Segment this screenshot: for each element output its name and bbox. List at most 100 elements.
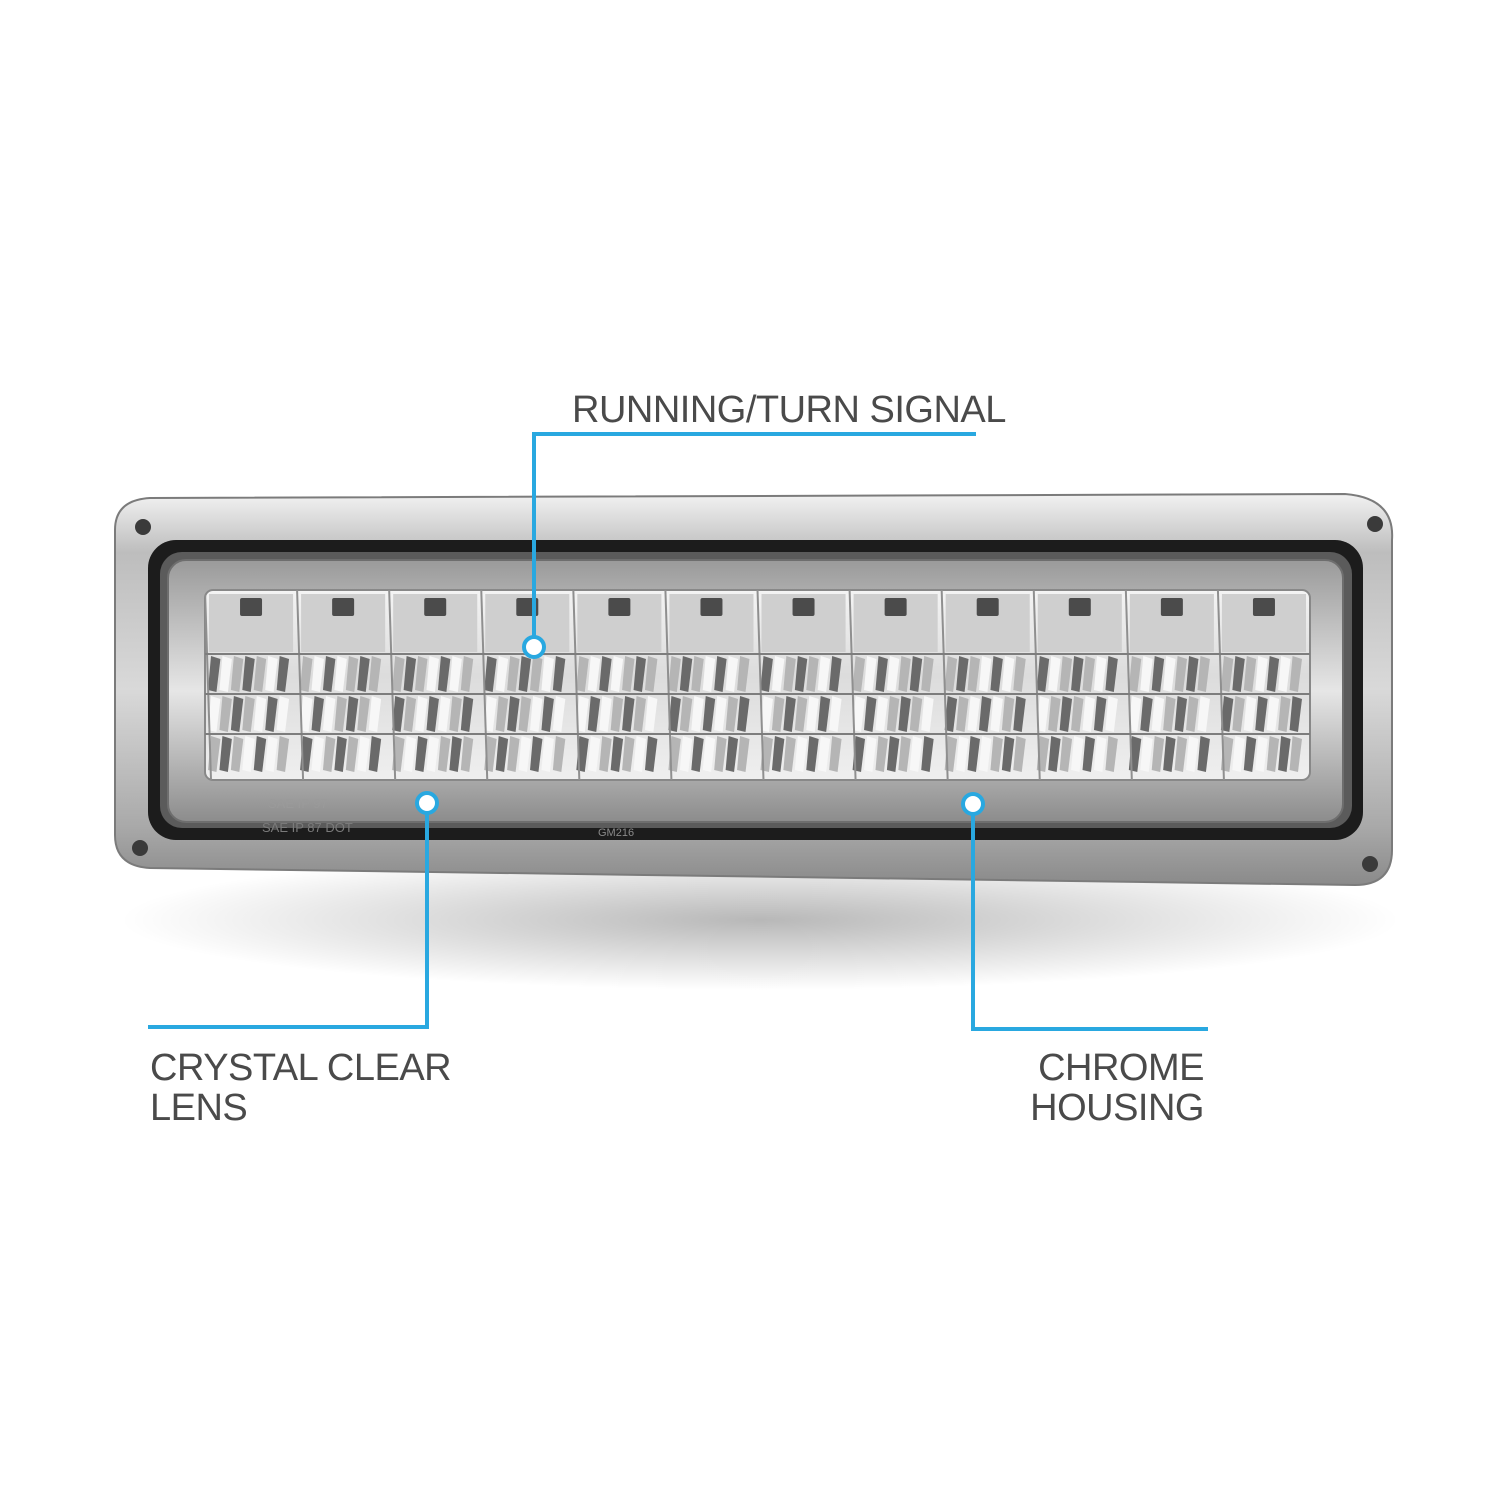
lens-facet — [415, 736, 428, 772]
lens-facet — [714, 656, 727, 692]
lens-facet — [898, 736, 911, 772]
lens-facet — [702, 736, 716, 772]
lens-facet — [644, 696, 658, 732]
lens-facet — [829, 656, 842, 692]
lens-facet — [1128, 696, 1142, 732]
lens-facet — [725, 656, 739, 692]
lens-facet — [311, 736, 324, 772]
lens-facet — [219, 736, 232, 772]
lens-facet — [276, 656, 290, 692]
callout-line-running-turn-signal — [532, 432, 976, 642]
callout-label-chrome-housing: CHROME HOUSING — [1030, 1048, 1204, 1128]
lens-facet — [886, 656, 900, 692]
lens-facet — [1036, 696, 1050, 732]
lens-facet — [1243, 696, 1257, 732]
lens-facet — [495, 696, 509, 732]
lens-divider — [756, 590, 765, 780]
lens-facet — [1278, 696, 1291, 732]
lens-facet — [449, 736, 462, 772]
lens-facet — [1093, 656, 1107, 692]
lens-facet — [1289, 696, 1302, 732]
lens-facet — [403, 656, 417, 692]
lens-facet — [783, 656, 796, 692]
lens-facet — [1048, 736, 1061, 772]
lens-facet — [1289, 656, 1302, 692]
lens-facet — [1093, 736, 1107, 772]
lens-facet — [345, 736, 359, 772]
lens-marking-2: SAE IP 87 DOT — [262, 820, 353, 835]
lens-facet — [403, 736, 417, 772]
lens-facet — [518, 696, 532, 732]
lens-facet — [599, 656, 612, 692]
lens-facet — [334, 696, 347, 732]
lens-facet — [633, 656, 646, 692]
lens-facet — [1140, 736, 1153, 772]
lens-facet — [507, 696, 520, 732]
lens-facet — [599, 696, 612, 732]
lens-divider — [1124, 590, 1133, 780]
lens-facet — [679, 656, 693, 692]
lens-facet — [864, 696, 877, 732]
lens-facet — [817, 736, 831, 772]
lens-facet — [357, 696, 370, 732]
lens-facet — [909, 696, 923, 732]
lens-facet — [1048, 696, 1061, 732]
lens-facet — [944, 656, 958, 692]
lens-facet — [265, 696, 278, 732]
callout-text: CRYSTAL CLEAR — [150, 1047, 452, 1089]
led-chip-icon — [792, 598, 815, 616]
mount-hole-icon — [135, 519, 151, 535]
lens-facet — [668, 696, 681, 732]
lens-facet — [242, 656, 255, 692]
lens-facet — [1105, 696, 1118, 732]
lens-facet — [771, 656, 785, 692]
lens-facet — [829, 696, 842, 732]
lens-facet — [978, 656, 992, 692]
lens-facet — [1220, 696, 1234, 732]
callout-text: CHROME — [1038, 1047, 1204, 1089]
lens-facet — [484, 656, 497, 692]
lens-facet — [208, 696, 221, 732]
led-chip-icon — [424, 598, 447, 616]
lens-facet — [242, 696, 255, 732]
lens-facet — [1266, 656, 1280, 692]
lens-facet — [322, 656, 336, 692]
lens-facet — [437, 696, 451, 732]
lens-facet — [219, 696, 232, 732]
lens-facet — [921, 736, 934, 772]
lens-facet — [990, 736, 1003, 772]
lens-facet — [702, 656, 716, 692]
lens-facet — [760, 696, 773, 732]
lens-facet — [783, 696, 796, 732]
lens-facet — [1059, 696, 1073, 732]
lens-facet — [737, 696, 750, 732]
callout-line-crystal-clear-lens — [148, 803, 429, 1029]
lens-facet — [1001, 696, 1015, 732]
lens-facet — [1289, 736, 1302, 772]
lens-facet — [345, 656, 359, 692]
lens-facet — [1140, 656, 1153, 692]
mount-hole-icon — [1362, 856, 1378, 872]
lens-facet — [737, 656, 750, 692]
lens-facet — [518, 656, 532, 692]
lens-facet — [864, 736, 877, 772]
callout-text: HOUSING — [1030, 1087, 1204, 1129]
lens-facet — [967, 656, 980, 692]
lens-facet — [1013, 696, 1026, 732]
lens-facet — [311, 656, 324, 692]
lens-facet — [622, 736, 635, 772]
lens-facet — [334, 736, 347, 772]
lens-facet — [1151, 656, 1165, 692]
lens-facet — [345, 696, 359, 732]
lens-facet — [426, 656, 439, 692]
lens-facet — [679, 696, 693, 732]
lens-divider — [388, 590, 397, 780]
lens-facet — [622, 696, 635, 732]
lens-facet — [806, 696, 819, 732]
lens-facet — [806, 656, 819, 692]
lens-facet — [1128, 656, 1142, 692]
lens-facet — [437, 736, 451, 772]
lens-facet — [1071, 736, 1084, 772]
callout-label-crystal-clear-lens: CRYSTAL CLEAR LENS — [150, 1047, 452, 1128]
lens-facet — [403, 696, 417, 732]
